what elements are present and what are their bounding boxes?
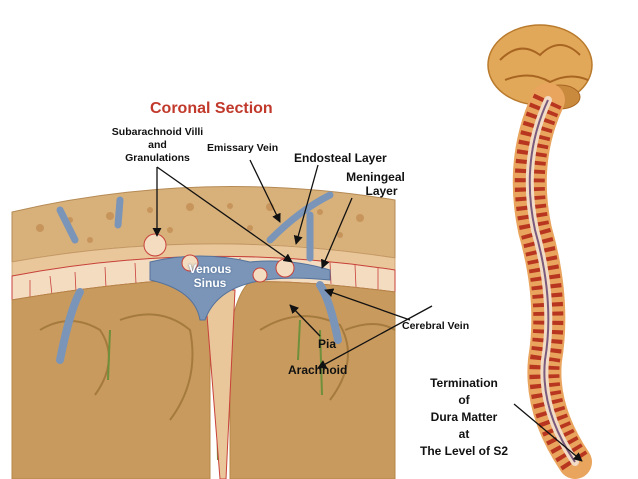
emissary-veins: [56, 191, 334, 262]
label-termination: Termination of Dura Matter at The Level …: [408, 376, 520, 458]
pointer-meningeal: [321, 197, 353, 269]
diagram-title: Coronal Section: [150, 100, 273, 117]
label-term-line3: Dura Matter: [430, 410, 498, 424]
pointer-endosteal: [293, 164, 319, 245]
spinal-cord-core: [528, 99, 576, 463]
label-endosteal-layer: Endosteal Layer: [294, 151, 387, 165]
label-villi-line3: Granulations: [125, 152, 190, 164]
brain-folds: [499, 44, 589, 84]
label-term-line2: of: [458, 393, 470, 407]
label-term-line4: at: [458, 427, 470, 441]
label-emissary-vein: Emissary Vein: [207, 142, 279, 154]
cerebral-vein: [316, 281, 342, 344]
label-meningeal-layer: Meningeal Layer: [333, 170, 418, 198]
label-pia: Pia: [318, 337, 337, 351]
label-term-line5: The Level of S2: [419, 444, 509, 458]
label-term-line1: Termination: [430, 376, 498, 390]
label-arachnoid: Arachnoid: [288, 363, 348, 377]
coronal-section-illustration: [11, 186, 396, 479]
label-meningeal-line2: Layer: [365, 184, 398, 198]
pointer-termination: [513, 403, 583, 462]
pointer-pia: [289, 304, 321, 337]
lateral-vein: [56, 288, 84, 364]
pointer-villi-2: [156, 166, 293, 263]
label-villi-line1: Subarachnoid Villi: [111, 126, 204, 138]
brain-left-hemisphere: [11, 279, 211, 479]
spine-illustration: [487, 24, 593, 479]
pointer-lines: [152, 159, 583, 462]
label-meningeal-line1: Meningeal: [346, 170, 405, 184]
label-villi: Subarachnoid Villi and Granulations: [95, 126, 220, 165]
pointer-arachnoid: [317, 305, 433, 369]
pointer-cerebral: [324, 288, 411, 321]
arachnoid-granulations: [143, 233, 295, 283]
label-venous-sinus: Venous Sinus: [180, 262, 240, 290]
label-venous-line1: Venous: [188, 262, 232, 276]
label-villi-line2: and: [148, 139, 167, 151]
label-cerebral-vein: Cerebral Vein: [402, 320, 470, 332]
brain-right-hemisphere: [229, 281, 396, 479]
pointer-emissary: [249, 159, 281, 223]
label-venous-line2: Sinus: [193, 276, 227, 290]
